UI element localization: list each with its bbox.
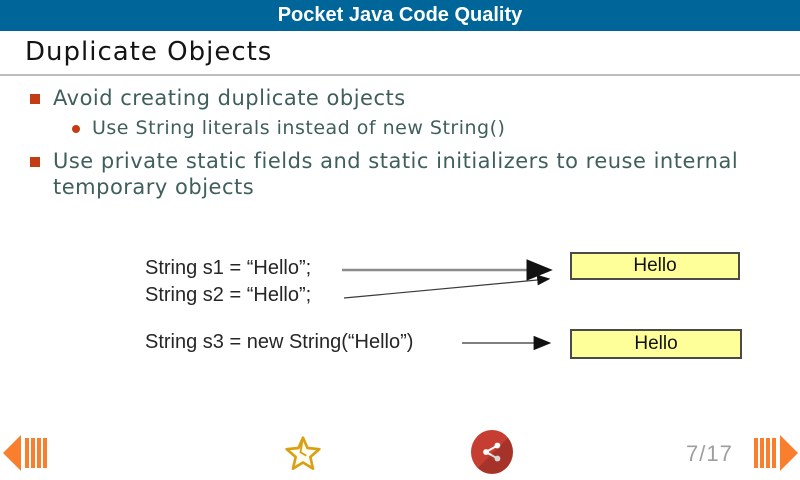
share-button[interactable] <box>471 430 513 474</box>
arrow-s2-to-box <box>343 274 551 299</box>
string-object-box: Hello <box>570 329 742 359</box>
bullet-item: Avoid creating duplicate objects <box>30 86 406 110</box>
bullet-item: Use private static fields and static ini… <box>30 148 745 200</box>
slide-canvas[interactable]: Duplicate Objects Avoid creating duplica… <box>0 31 800 425</box>
app-title-bar: Pocket Java Code Quality <box>0 0 800 31</box>
square-bullet-icon <box>30 157 40 167</box>
app-title: Pocket Java Code Quality <box>277 4 523 26</box>
code-line-s2: String s2 = “Hello”; <box>145 284 312 306</box>
right-triangle-icon <box>780 435 798 471</box>
bullet-subitem: Use String literals instead of new Strin… <box>72 117 505 139</box>
string-object-label: Hello <box>634 333 678 354</box>
favorite-button[interactable] <box>283 434 323 474</box>
title-divider <box>0 74 800 76</box>
page-indicator: 7/17 <box>686 441 733 466</box>
bullet-text: Avoid creating duplicate objects <box>53 86 406 110</box>
prev-bars-icon <box>25 438 49 468</box>
bullet-text: Use private static fields and static ini… <box>53 149 739 199</box>
slide-title: Duplicate Objects <box>25 37 273 67</box>
square-bullet-icon <box>30 94 40 104</box>
bullet-text: Use String literals instead of new Strin… <box>92 117 506 139</box>
prev-slide-button[interactable] <box>3 435 49 471</box>
string-object-box: Hello <box>570 252 740 280</box>
code-line-s3: String s3 = new String(“Hello”) <box>145 331 414 353</box>
next-slide-button[interactable] <box>752 435 798 471</box>
round-bullet-icon <box>72 125 80 133</box>
reference-arrows <box>342 259 553 351</box>
next-bars-icon <box>752 438 776 468</box>
share-icon <box>483 442 501 462</box>
star-icon <box>285 436 321 470</box>
code-line-s1: String s1 = “Hello”; <box>145 257 312 279</box>
left-triangle-icon <box>3 435 21 471</box>
bottom-toolbar: 7/17 <box>0 425 800 480</box>
string-object-label: Hello <box>633 255 677 276</box>
